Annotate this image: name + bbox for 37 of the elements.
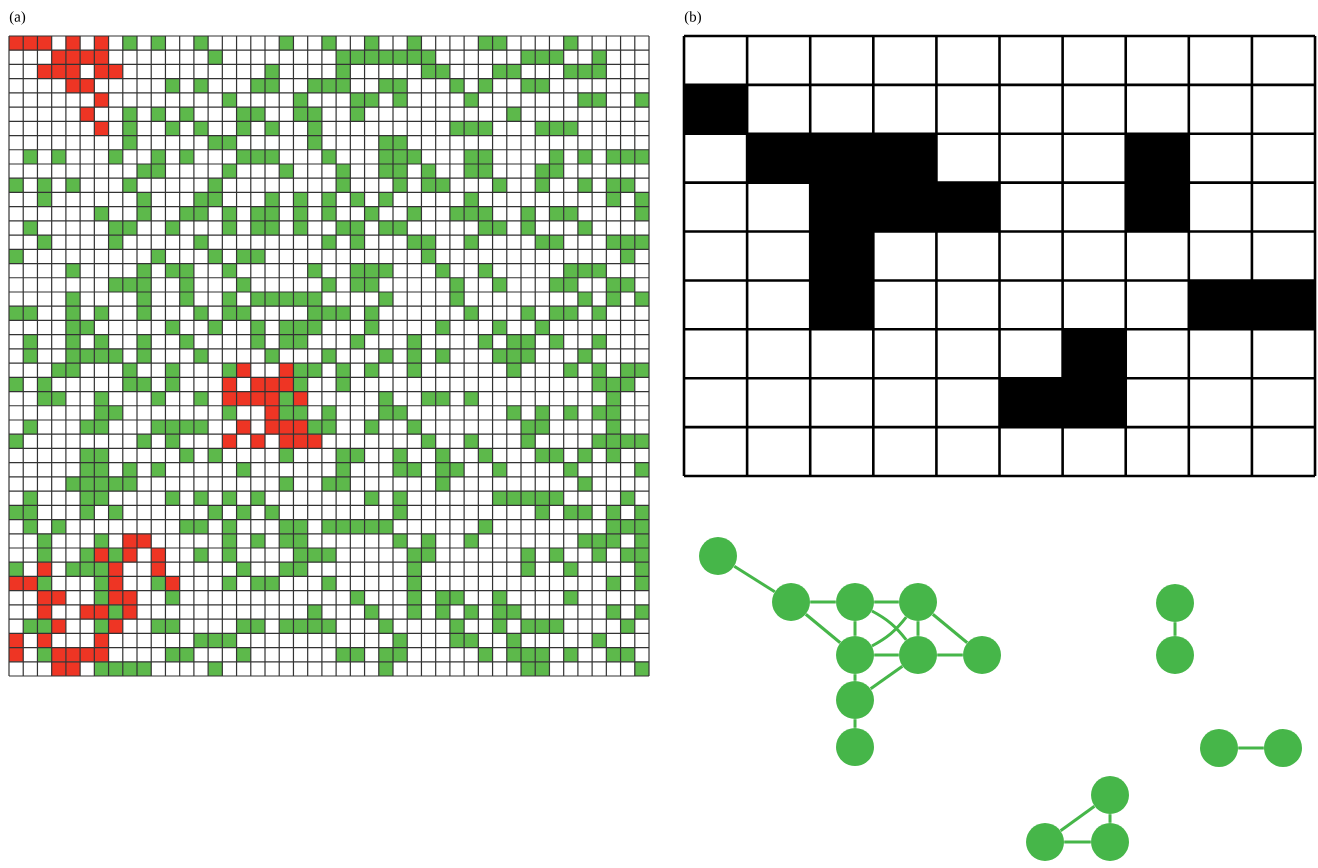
graph-edge xyxy=(916,621,920,636)
graph-edge xyxy=(853,674,857,681)
graph-edge xyxy=(869,664,904,691)
panel-label: (b) xyxy=(684,11,701,25)
graph-node xyxy=(899,636,937,674)
graph-node xyxy=(836,583,874,621)
graph-node xyxy=(699,537,737,575)
panel-label: (a) xyxy=(9,11,26,25)
graph-node xyxy=(899,583,937,621)
graph-node xyxy=(1091,776,1129,814)
graph-node xyxy=(836,681,874,719)
graph-edge xyxy=(810,600,836,604)
graph-edge xyxy=(1238,746,1264,750)
graph-edge xyxy=(931,613,969,644)
graph-edge xyxy=(874,653,899,657)
graph-edge xyxy=(874,600,899,604)
graph-edge xyxy=(853,719,857,728)
graph-edge xyxy=(1173,622,1177,636)
graph-edge xyxy=(871,616,908,648)
graph-edge xyxy=(853,621,857,636)
graph-node xyxy=(1156,636,1194,674)
graph-node xyxy=(772,583,810,621)
graph-edge xyxy=(804,613,842,644)
graph-edge xyxy=(871,609,908,641)
graph-node xyxy=(1200,729,1238,767)
graph-node xyxy=(1026,823,1064,861)
graph-node xyxy=(836,636,874,674)
graph-node xyxy=(963,636,1001,674)
graph-edge xyxy=(1108,814,1112,823)
graph-node xyxy=(1091,823,1129,861)
graph-edge xyxy=(1064,840,1091,844)
graph-node xyxy=(1264,729,1302,767)
graph-node xyxy=(1156,584,1194,622)
graph-node xyxy=(836,728,874,766)
graph-edge xyxy=(937,653,963,657)
graph-edge xyxy=(1059,805,1096,832)
graph-edge xyxy=(733,564,776,594)
